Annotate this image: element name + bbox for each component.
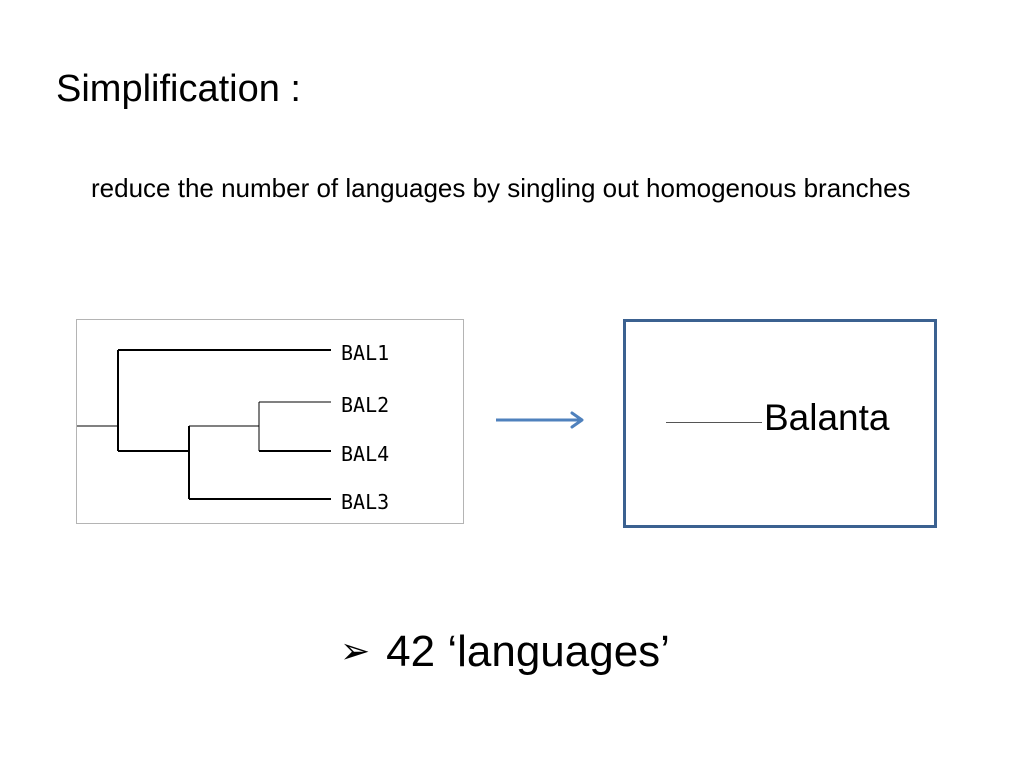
tree-leaf-label: BAL3 xyxy=(341,490,389,514)
slide-title: Simplification : xyxy=(56,68,301,110)
summary-bullet: ➢ 42 ‘languages’ xyxy=(340,624,670,680)
collapsed-branch-line xyxy=(666,422,762,423)
right-arrow-icon xyxy=(496,411,584,429)
arrow-head xyxy=(570,411,584,429)
tree-leaf-label: BAL2 xyxy=(341,393,389,417)
collapsed-branch-box: Balanta xyxy=(623,319,937,528)
arrowhead-bullet-icon: ➢ xyxy=(340,631,371,672)
tree-leaf-label: BAL4 xyxy=(341,442,389,466)
tree-diagram-panel: BAL1 BAL2 BAL4 BAL3 xyxy=(76,319,464,524)
collapsed-branch-label: Balanta xyxy=(764,397,890,438)
summary-bullet-text: 42 ‘languages’ xyxy=(386,627,670,676)
tree-leaf-label: BAL1 xyxy=(341,341,389,365)
phylogenetic-tree: BAL1 BAL2 BAL4 BAL3 xyxy=(77,341,389,514)
slide-body-text: reduce the number of languages by singli… xyxy=(91,173,911,203)
